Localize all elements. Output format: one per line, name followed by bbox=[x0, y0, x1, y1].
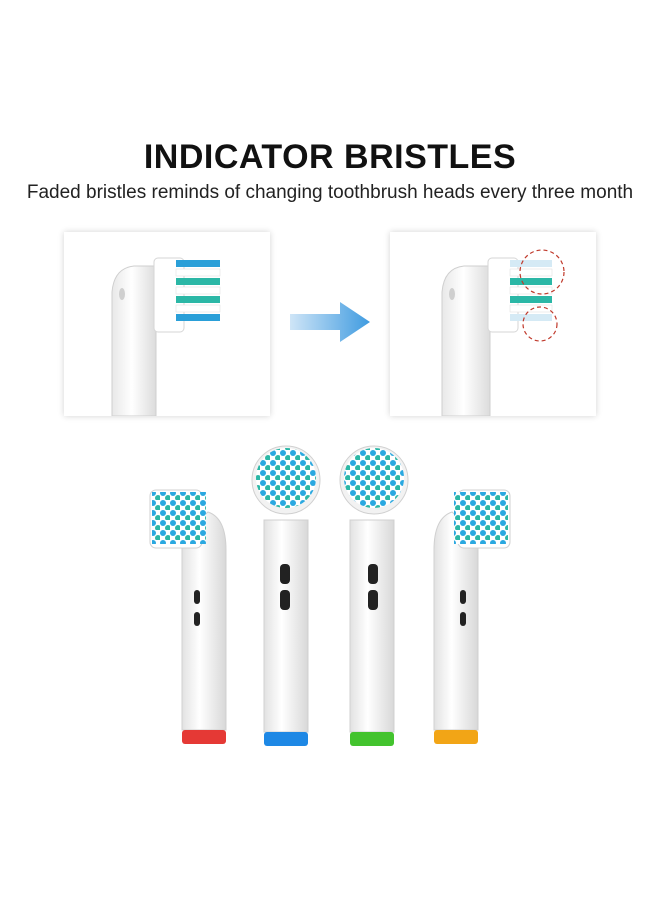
new-brush-head-image bbox=[111, 257, 221, 416]
before-panel bbox=[64, 232, 270, 416]
highlight-circle-top bbox=[519, 249, 565, 295]
bristle-rows bbox=[175, 260, 221, 321]
highlight-circle-bottom bbox=[522, 306, 558, 342]
brush-head-yellow bbox=[433, 489, 511, 744]
brush-head-red bbox=[149, 489, 227, 744]
page-title: INDICATOR BRISTLES bbox=[143, 138, 517, 176]
brush-heads-group bbox=[130, 440, 530, 760]
ring-green bbox=[350, 732, 394, 746]
ring-blue bbox=[264, 732, 308, 746]
brush-head-blue bbox=[251, 445, 321, 746]
faded-bristle-rows bbox=[509, 260, 553, 321]
ring-yellow bbox=[434, 730, 478, 744]
after-panel bbox=[390, 232, 596, 416]
faded-brush-head-image bbox=[441, 249, 565, 416]
arrow-right-icon bbox=[290, 300, 372, 344]
ring-red bbox=[182, 730, 226, 744]
brush-head-green bbox=[339, 445, 409, 746]
page-subtitle: Faded bristles reminds of changing tooth… bbox=[26, 182, 634, 203]
